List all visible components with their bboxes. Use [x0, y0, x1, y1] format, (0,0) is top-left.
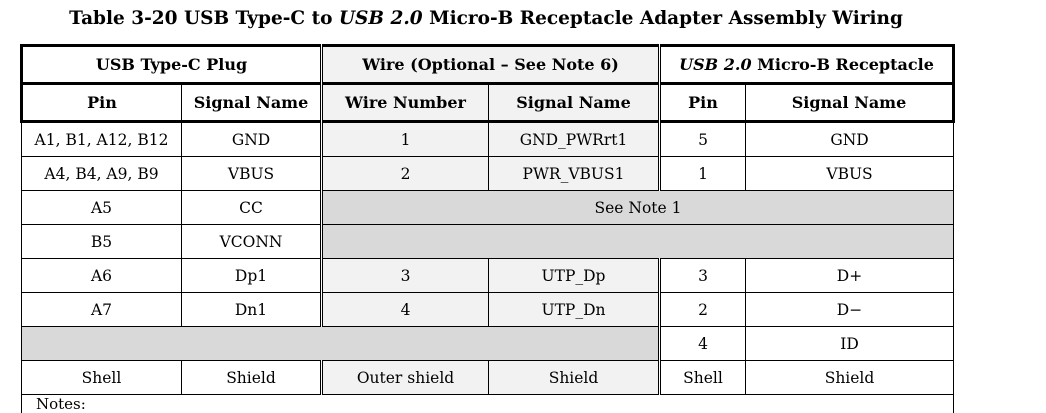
table-title: Table 3-20 USB Type-C to USB 2.0 Micro-B…: [0, 8, 972, 29]
cell-signal: GND: [182, 122, 322, 157]
cell-signal: VCONN: [182, 225, 322, 259]
cell-receptacle-pin: 5: [660, 122, 746, 157]
table-row: Shell Shield Outer shield Shield Shell S…: [22, 361, 954, 395]
cell-wire-number: 3: [322, 259, 489, 293]
notes-row: Notes:: [22, 395, 954, 413]
cell-merged-empty: [322, 225, 954, 259]
table-row: 4 ID: [22, 327, 954, 361]
cell-signal: Dp1: [182, 259, 322, 293]
table-row: A6 Dp1 3 UTP_Dp 3 D+: [22, 259, 954, 293]
cell-wire-number: Outer shield: [322, 361, 489, 395]
cell-pin: A5: [22, 191, 182, 225]
cell-merged-note: See Note 1: [322, 191, 954, 225]
notes-label: Notes:: [22, 395, 954, 413]
cell-signal: CC: [182, 191, 322, 225]
cell-receptacle-signal: Shield: [746, 361, 954, 395]
cell-wire-number: 2: [322, 157, 489, 191]
cell-wire-number: 1: [322, 122, 489, 157]
table-row: A5 CC See Note 1: [22, 191, 954, 225]
cell-pin: A7: [22, 293, 182, 327]
cell-receptacle-signal: D−: [746, 293, 954, 327]
col-header-signal-name: Signal Name: [182, 84, 322, 122]
cell-signal: Dn1: [182, 293, 322, 327]
cell-wire-number: 4: [322, 293, 489, 327]
group-header-receptacle: USB 2.0 Micro-B Receptacle: [660, 46, 954, 84]
cell-signal: Shield: [182, 361, 322, 395]
cell-receptacle-pin: 1: [660, 157, 746, 191]
group-header-plug: USB Type-C Plug: [22, 46, 322, 84]
table-row: A7 Dn1 4 UTP_Dn 2 D−: [22, 293, 954, 327]
cell-receptacle-pin: 4: [660, 327, 746, 361]
table-row: A4, B4, A9, B9 VBUS 2 PWR_VBUS1 1 VBUS: [22, 157, 954, 191]
col-header-wire-number: Wire Number: [322, 84, 489, 122]
cell-receptacle-pin: 2: [660, 293, 746, 327]
table-row: B5 VCONN: [22, 225, 954, 259]
cell-signal: VBUS: [182, 157, 322, 191]
col-header-receptacle-signal-name: Signal Name: [746, 84, 954, 122]
cell-pin: A6: [22, 259, 182, 293]
cell-wire-signal: Shield: [489, 361, 660, 395]
wiring-table: USB Type-C Plug Wire (Optional – See Not…: [20, 44, 955, 413]
cell-wire-signal: PWR_VBUS1: [489, 157, 660, 191]
cell-pin: A4, B4, A9, B9: [22, 157, 182, 191]
cell-merged-grey: [22, 327, 660, 361]
group-header-row: USB Type-C Plug Wire (Optional – See Not…: [22, 46, 954, 84]
cell-pin: Shell: [22, 361, 182, 395]
group-header-wire: Wire (Optional – See Note 6): [322, 46, 660, 84]
column-header-row: Pin Signal Name Wire Number Signal Name …: [22, 84, 954, 122]
cell-receptacle-pin: Shell: [660, 361, 746, 395]
cell-receptacle-signal: D+: [746, 259, 954, 293]
cell-receptacle-signal: GND: [746, 122, 954, 157]
col-header-receptacle-pin: Pin: [660, 84, 746, 122]
cell-wire-signal: UTP_Dp: [489, 259, 660, 293]
table-row: A1, B1, A12, B12 GND 1 GND_PWRrt1 5 GND: [22, 122, 954, 157]
col-header-wire-signal-name: Signal Name: [489, 84, 660, 122]
cell-receptacle-signal: VBUS: [746, 157, 954, 191]
cell-wire-signal: GND_PWRrt1: [489, 122, 660, 157]
cell-receptacle-signal: ID: [746, 327, 954, 361]
col-header-pin: Pin: [22, 84, 182, 122]
cell-wire-signal: UTP_Dn: [489, 293, 660, 327]
cell-receptacle-pin: 3: [660, 259, 746, 293]
cell-pin: B5: [22, 225, 182, 259]
cell-pin: A1, B1, A12, B12: [22, 122, 182, 157]
